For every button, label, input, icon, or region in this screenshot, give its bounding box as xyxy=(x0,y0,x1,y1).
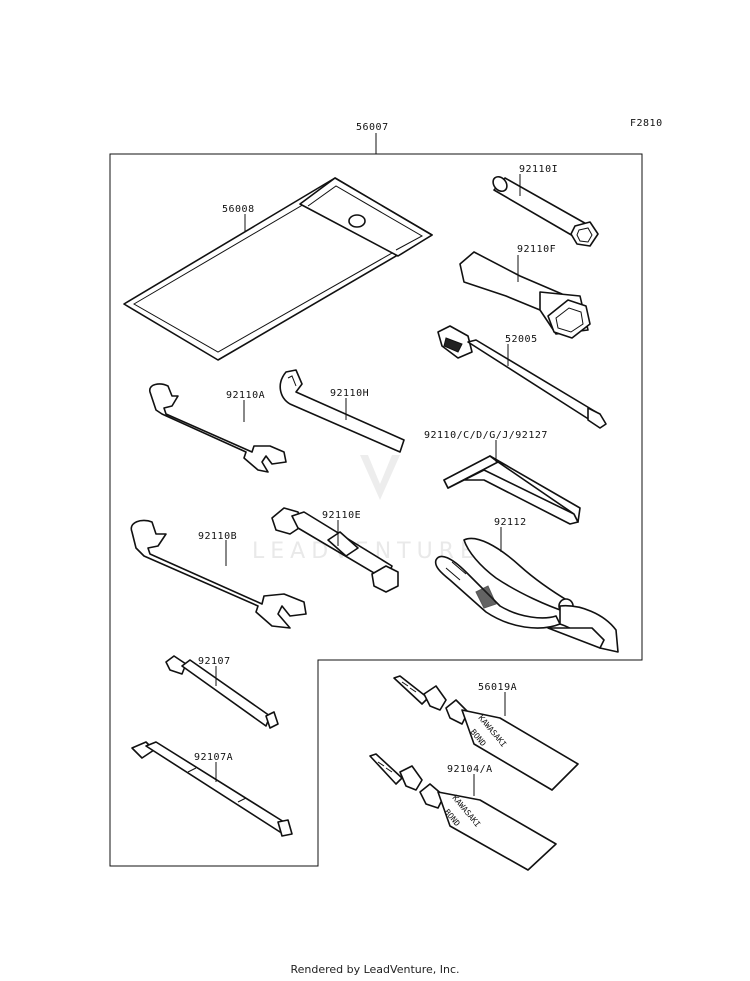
open-end-wrench-b: 92110B xyxy=(130,519,307,629)
part-label-92110i: 92110I xyxy=(519,164,558,175)
part-label-92107a: 92107A xyxy=(194,752,233,763)
tool-kit-frame xyxy=(109,153,643,867)
part-label-92110f: 92110F xyxy=(517,244,556,255)
spoke-wrench: 52005 xyxy=(437,325,607,429)
part-label-92110b: 92110B xyxy=(198,531,237,542)
part-label-92104a: 92104/A xyxy=(447,764,493,775)
part-label-52005: 52005 xyxy=(505,334,538,345)
part-label-92110a: 92110A xyxy=(226,390,265,401)
bond-tube-56019a: KAWASAKI BOND 56019A xyxy=(393,675,579,791)
part-label-92112: 92112 xyxy=(494,517,527,528)
open-end-wrench-a: 92110A xyxy=(149,383,287,473)
part-label-92107: 92107 xyxy=(198,656,231,667)
part-label-56007: 56007 xyxy=(356,122,389,133)
tool-bag: 56008 xyxy=(123,177,433,361)
hook-wrench-h: 92110H xyxy=(279,369,405,453)
box-wrench-e: 92110E xyxy=(271,507,399,593)
screwdriver-a: 92107A xyxy=(131,741,293,837)
box-wrench-i: 92110I xyxy=(492,164,599,247)
box-wrench-f: 92110F xyxy=(459,244,591,339)
footer-credit: Rendered by LeadVenture, Inc. xyxy=(290,963,460,976)
screwdriver: 92107 xyxy=(165,655,279,729)
part-label-92110h: 92110H xyxy=(330,388,369,399)
part-label-56008: 56008 xyxy=(222,204,255,215)
hex-wrenches: 92110/C/D/G/J/92127 xyxy=(424,430,581,525)
part-label-hex-wrenches: 92110/C/D/G/J/92127 xyxy=(424,430,548,441)
pliers: 92112 xyxy=(434,517,619,653)
part-label-56019a: 56019A xyxy=(478,682,517,693)
bond-tube-92104a: KAWASAKI BOND 92104/A xyxy=(369,753,557,871)
part-label-92110e: 92110E xyxy=(322,510,361,521)
diagram-code: F2810 xyxy=(630,118,663,129)
